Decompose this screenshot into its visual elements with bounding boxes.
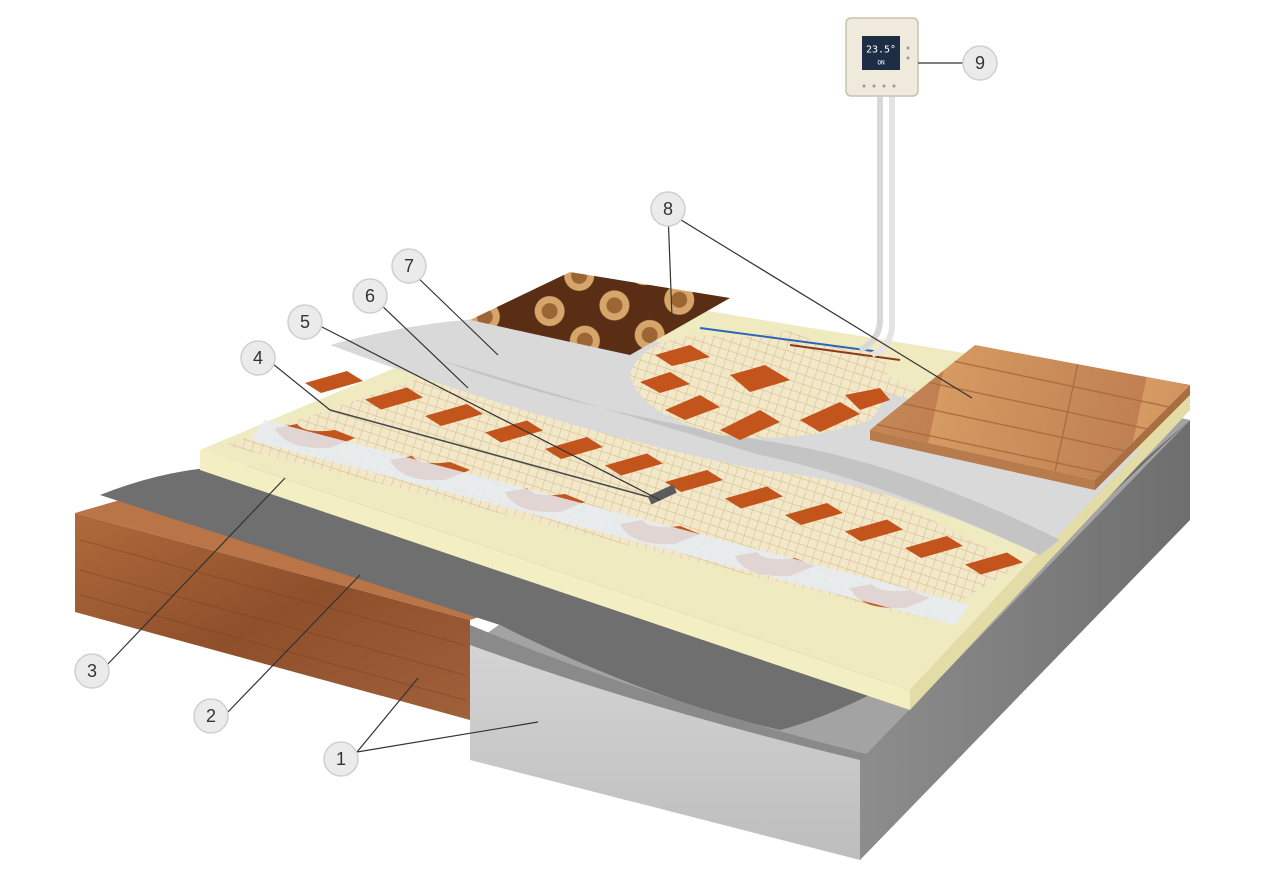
thermostat-display-subtext: ON	[877, 60, 885, 67]
thermostat-conduit	[858, 95, 895, 358]
heating-mat-upper	[630, 335, 890, 440]
callout-4: 4	[240, 340, 276, 376]
callout-3-label: 3	[87, 661, 97, 681]
thermostat-display-value: 23.5°	[866, 45, 896, 56]
cable-wiring	[699, 327, 901, 361]
leader-3	[106, 477, 286, 666]
heating-cable-strip	[845, 519, 903, 542]
callout-9: 9	[962, 45, 998, 81]
callout-6-label: 6	[365, 286, 375, 306]
callout-4-label: 4	[253, 348, 263, 368]
leader-7	[413, 273, 499, 356]
callout-5: 5	[287, 304, 323, 340]
leader-4	[272, 363, 331, 411]
heating-cable-strip	[485, 420, 543, 443]
callout-3: 3	[74, 653, 110, 689]
callouts: 1 2 3 4 5 6 7 8	[74, 45, 998, 777]
thermostat: 23.5° ON	[845, 17, 919, 97]
heating-cable-strip	[725, 486, 783, 509]
callout-1: 1	[323, 741, 359, 777]
heating-cable-strip	[425, 404, 483, 426]
temperature-sensor	[329, 409, 677, 505]
heating-cable-strip	[305, 371, 363, 393]
leader-8a	[667, 211, 673, 319]
callout-8-label: 8	[663, 199, 673, 219]
leader-6	[376, 300, 469, 389]
heating-cable-strip	[605, 453, 663, 476]
callout-1-label: 1	[336, 749, 346, 769]
heating-cable-strip	[365, 387, 423, 410]
callout-2: 2	[193, 698, 229, 734]
heating-cable-strip	[665, 470, 723, 492]
callout-5-label: 5	[300, 312, 310, 332]
heating-cable-strip	[545, 437, 603, 459]
callout-8: 8	[650, 191, 686, 227]
heating-cable-strip	[785, 503, 843, 525]
callout-7: 7	[391, 248, 427, 284]
leader-8b	[667, 211, 973, 399]
decorative-tile	[470, 272, 730, 355]
leader-1a	[356, 721, 539, 753]
leader-5	[319, 325, 661, 501]
heating-cable-strip	[905, 536, 963, 558]
callout-2-label: 2	[206, 706, 216, 726]
parquet-flooring	[870, 345, 1190, 490]
callout-6: 6	[352, 278, 388, 314]
heating-cable-strip	[965, 552, 1023, 575]
callout-9-label: 9	[975, 53, 985, 73]
leader-2	[225, 574, 361, 715]
leader-1b	[356, 677, 419, 753]
callout-7-label: 7	[404, 256, 414, 276]
